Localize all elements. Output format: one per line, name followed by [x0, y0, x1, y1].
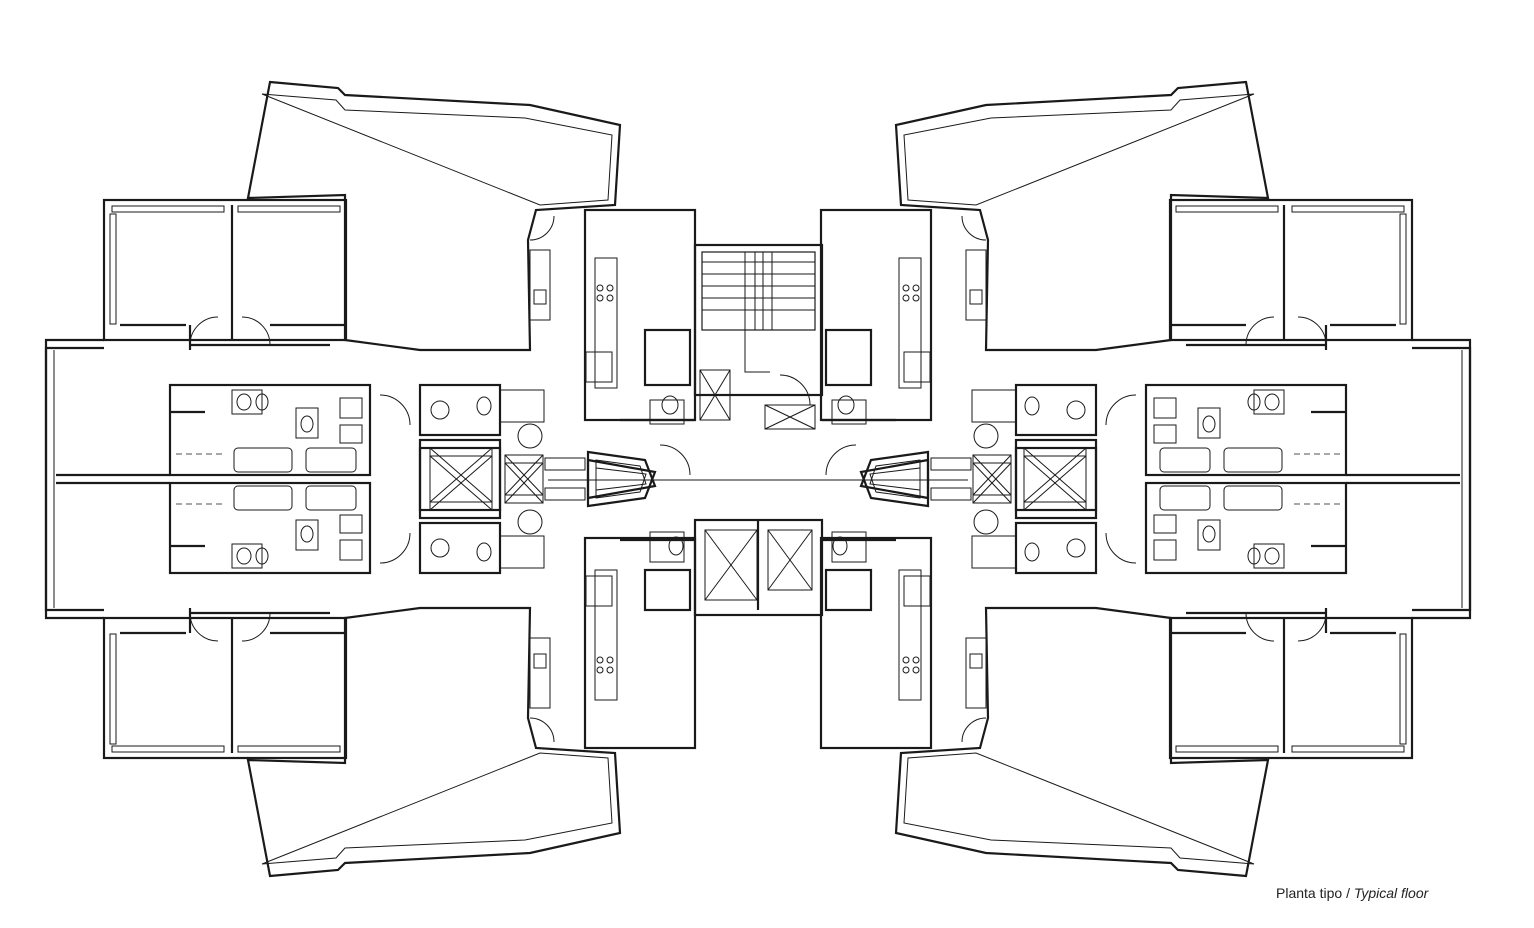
caption-separator: /: [1346, 885, 1350, 901]
stair-core: [643, 243, 873, 476]
plan-caption: Planta tipo / Typical floor: [1276, 885, 1428, 901]
caption-spanish: Planta tipo: [1276, 885, 1343, 901]
central-corridor: [548, 418, 968, 542]
elevator-core: [643, 518, 873, 617]
caption-english: Typical floor: [1353, 885, 1429, 901]
